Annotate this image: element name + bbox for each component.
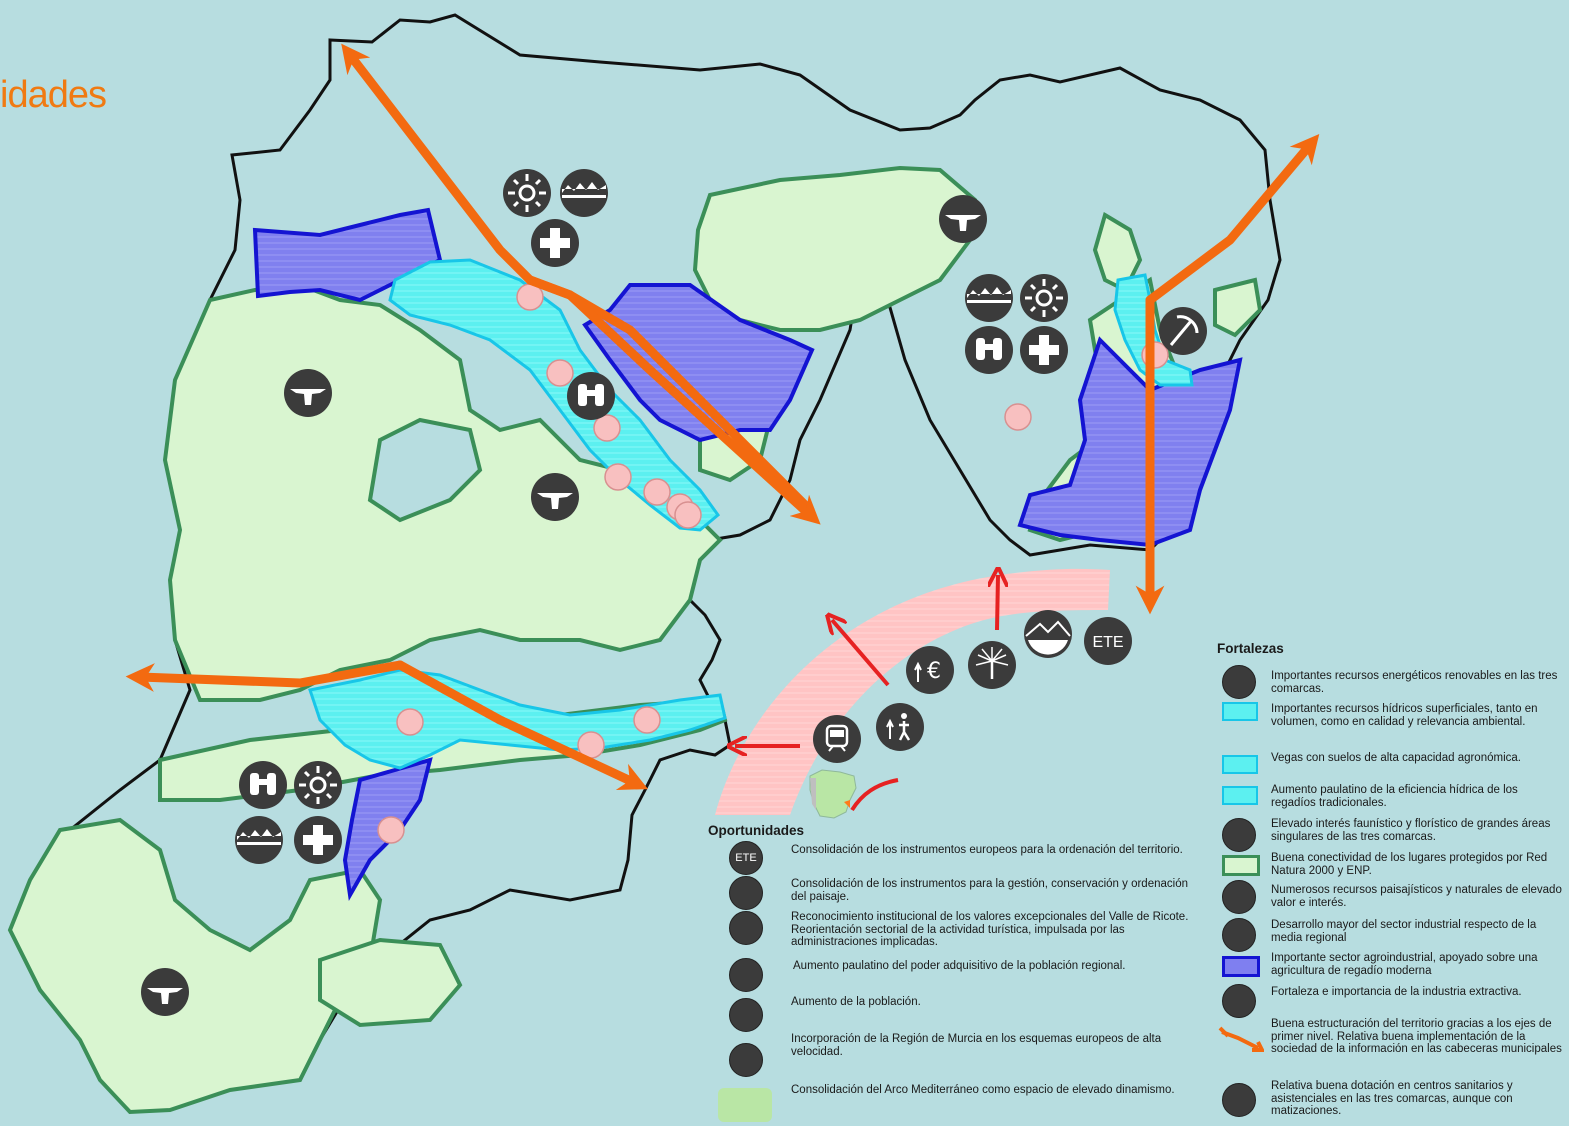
page-title: idades (0, 74, 107, 116)
oportunidad-item: Aumento paulatino del poder adquisitivo … (793, 960, 1126, 972)
urban-node (377, 816, 405, 844)
urban-nodes (377, 283, 1169, 844)
oportunidad-item: Consolidación de los instrumentos para l… (791, 878, 1188, 903)
sun-icon (1222, 665, 1256, 699)
urban-node (633, 706, 661, 734)
medical-cross-icon (1020, 326, 1068, 374)
fortaleza-item: Importante sector agroindustrial, apoyad… (1271, 952, 1538, 977)
iberia-map-icon (809, 769, 899, 819)
medical-cross-icon (294, 816, 342, 864)
binoculars-icon (239, 761, 287, 809)
fortaleza-item: Buena estructuración del territorio grac… (1271, 1018, 1562, 1055)
fortaleza-item: Vegas con suelos de alta capacidad agron… (1271, 752, 1521, 764)
urban-node (593, 414, 621, 442)
train-icon (729, 1043, 763, 1077)
pickaxe-icon (1222, 984, 1256, 1018)
water-area-swatch (1222, 702, 1258, 721)
orange-arrow-swatch (1218, 1026, 1264, 1052)
oportunidad-item: Reconocimiento institucional de los valo… (791, 911, 1189, 948)
urban-node (546, 359, 574, 387)
binoculars-icon (1222, 880, 1256, 914)
axis-southeast-lower (395, 660, 649, 790)
palm-tree-icon (729, 911, 763, 945)
urban-node (604, 463, 632, 491)
landscape-icon (1024, 610, 1072, 658)
sun-icon (294, 761, 342, 809)
palm-tree-icon (968, 641, 1016, 689)
population-icon (729, 998, 763, 1032)
oportunidad-item: Incorporación de la Región de Murcia en … (791, 1033, 1162, 1058)
binoculars-icon (567, 372, 615, 420)
factory-icon (1222, 918, 1256, 952)
water-zones (308, 258, 1194, 770)
oportunidad-item: Consolidación del Arco Mediterráneo como… (791, 1084, 1175, 1096)
fortaleza-item: Numerosos recursos paisajísticos y natur… (1271, 884, 1562, 909)
oportunidades-heading: Oportunidades (708, 823, 805, 838)
urban-node (396, 708, 424, 736)
eagle-icon (939, 195, 987, 243)
arc-arrows (735, 575, 998, 746)
axis-west (125, 660, 405, 692)
eagle-icon (1222, 818, 1256, 852)
factory-icon (235, 816, 283, 864)
irrigation-area-swatch (1222, 786, 1258, 805)
train-icon (813, 715, 861, 763)
eagle-icon (531, 473, 579, 521)
agro-area-swatch (1222, 956, 1260, 977)
fortaleza-item: Importantes recursos hídricos superficia… (1271, 703, 1538, 728)
binoculars-icon (965, 326, 1013, 374)
euro-icon: € (906, 646, 954, 694)
svg-text:€: € (927, 659, 941, 684)
fortaleza-item: Importantes recursos energéticos renovab… (1271, 670, 1558, 695)
axis-southeast (525, 275, 821, 525)
iberia-map-icon (718, 1088, 772, 1122)
urban-node (643, 478, 671, 506)
arc-arrow (832, 620, 890, 687)
fortaleza-item: Desarrollo mayor del sector industrial r… (1271, 919, 1537, 944)
fortalezas-heading: Fortalezas (1217, 641, 1284, 656)
fortaleza-item: Aumento paulatino de la eficiencia hídri… (1271, 784, 1518, 809)
pickaxe-icon (1159, 307, 1207, 355)
map-icons: € ETE (141, 169, 1207, 1016)
ete-icon: ETE (729, 841, 763, 875)
eagle-icon (284, 369, 332, 417)
oportunidad-item: Aumento de la población. (791, 996, 921, 1008)
oportunidad-item: Consolidación de los instrumentos europe… (791, 844, 1183, 856)
ete-icon: ETE (1084, 617, 1132, 665)
factory-icon (965, 274, 1013, 322)
axis-northeast (1145, 133, 1320, 305)
eagle-icon (141, 968, 189, 1016)
mediterranean-arc (715, 568, 1110, 815)
structural-axes (125, 43, 1320, 790)
fortaleza-item: Fortaleza e importancia de la industria … (1271, 986, 1522, 998)
natura-area-swatch (1222, 855, 1260, 876)
fortaleza-item: Buena conectividad de los lugares proteg… (1271, 852, 1548, 877)
urban-node (1004, 403, 1032, 431)
fortaleza-item: Relativa buena dotación en centros sanit… (1271, 1080, 1513, 1117)
sun-icon (503, 169, 551, 217)
vega-area-swatch (1222, 755, 1258, 774)
arc-arrow (997, 575, 998, 631)
euro-icon (729, 958, 763, 992)
medical-cross-icon (1222, 1083, 1256, 1117)
medical-cross-icon (531, 219, 579, 267)
sun-icon (1020, 274, 1068, 322)
landscape-icon (729, 876, 763, 910)
ete-label: ETE (1092, 634, 1123, 651)
urban-node (674, 501, 702, 529)
fortaleza-item: Elevado interés faunístico y florístico … (1271, 818, 1551, 843)
population-icon (876, 703, 924, 751)
factory-icon (560, 169, 608, 217)
